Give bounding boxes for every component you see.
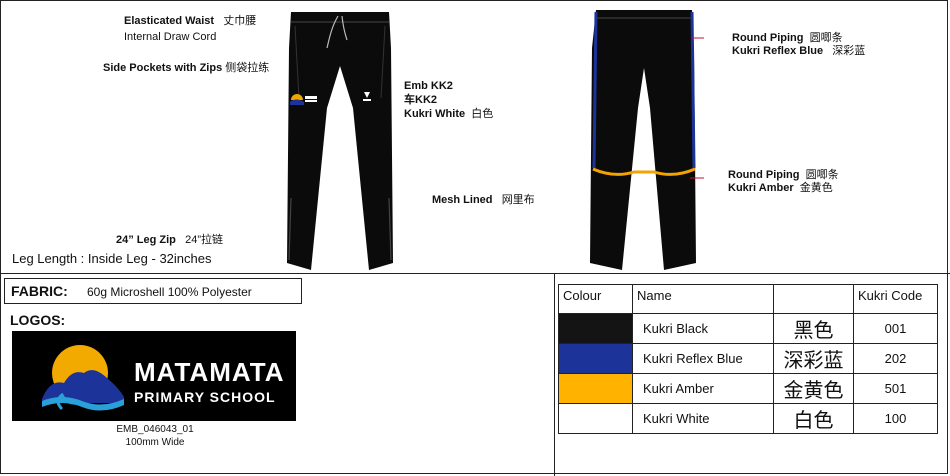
piping-blue-label-1: Round Piping 圆唧条 — [732, 32, 843, 44]
colour-name: Kukri Black — [632, 313, 774, 344]
emb-label-1: Emb KK2 — [404, 80, 453, 92]
piping-blue-left — [592, 11, 598, 169]
logo-emblem — [42, 345, 124, 411]
header-colour: Colour — [558, 284, 633, 314]
piping-amber-label-2: Kukri Amber 金黄色 — [728, 182, 833, 194]
colour-swatch — [558, 403, 633, 434]
draw-cord-label: Internal Draw Cord — [124, 31, 217, 43]
table-row: Kukri Reflex Blue 深彩蓝 202 — [558, 343, 938, 374]
colour-name-cn: 深彩蓝 — [773, 343, 854, 374]
draw-cord — [326, 15, 348, 49]
header-chinese — [773, 284, 854, 314]
colour-name: Kukri Amber — [632, 373, 774, 404]
colour-name-cn: 黑色 — [773, 313, 854, 344]
front-pants-illustration — [287, 12, 393, 270]
section-divider — [0, 273, 950, 274]
colour-code: 202 — [853, 343, 938, 374]
piping-blue-right — [690, 11, 696, 169]
piping-amber — [592, 167, 696, 176]
table-row: Kukri Amber 金黄色 501 — [558, 373, 938, 404]
colour-swatch — [558, 343, 633, 374]
logo-text-primary-school: PRIMARY SCHOOL — [134, 389, 276, 405]
logos-title: LOGOS: — [10, 312, 66, 328]
mesh-label: Mesh Lined 网里布 — [432, 194, 535, 206]
leg-zip-left — [288, 197, 292, 261]
column-divider — [554, 273, 555, 476]
pocket-zip-right — [380, 25, 386, 99]
colour-name: Kukri Reflex Blue — [632, 343, 774, 374]
emb-label-3: Kukri White 白色 — [404, 108, 494, 120]
logo-text-matamata: MATAMATA — [134, 357, 285, 387]
logo-size: 100mm Wide — [125, 437, 185, 448]
colour-table-header: Colour Name Kukri Code — [558, 284, 938, 314]
table-row: Kukri White 白色 100 — [558, 403, 938, 434]
waist-label: Elasticated Waist 丈巾腰 — [124, 15, 257, 27]
fabric-title: FABRIC: — [11, 283, 68, 299]
colour-table: Colour Name Kukri Code Kukri Black 黑色 00… — [558, 284, 938, 434]
colour-swatch — [558, 373, 633, 404]
header-name: Name — [632, 284, 774, 314]
front-logo-mark — [290, 94, 317, 105]
colour-name: Kukri White — [632, 403, 774, 434]
table-row: Kukri Black 黑色 001 — [558, 313, 938, 344]
colour-name-cn: 金黄色 — [773, 373, 854, 404]
colour-name-cn: 白色 — [773, 403, 854, 434]
emb-label-2: 车KK2 — [404, 94, 438, 106]
pocket-zip-left — [294, 25, 300, 99]
back-pants-body — [590, 10, 696, 270]
colour-swatch — [558, 313, 633, 344]
piping-blue-label-2: Kukri Reflex Blue 深彩蓝 — [732, 45, 866, 57]
front-pants-body — [287, 12, 393, 270]
back-pants-illustration — [590, 10, 704, 270]
fabric-text: 60g Microshell 100% Polyester — [87, 285, 252, 299]
logo-code: EMB_046043_01 — [116, 424, 194, 435]
colour-code: 100 — [853, 403, 938, 434]
piping-amber-label-1: Round Piping 圆唧条 — [728, 169, 839, 181]
leg-zip-right — [388, 197, 392, 261]
kukri-emblem-mark — [363, 92, 371, 101]
pockets-label: Side Pockets with Zips 侧袋拉练 — [103, 62, 270, 74]
colour-code: 501 — [853, 373, 938, 404]
logo-caption: EMB_046043_01 100mm Wide — [80, 423, 230, 449]
colour-code: 001 — [853, 313, 938, 344]
fabric-box: FABRIC: 60g Microshell 100% Polyester — [4, 278, 302, 304]
leg-length-label: Leg Length : Inside Leg - 32inches — [12, 251, 212, 266]
header-kukri-code: Kukri Code — [853, 284, 938, 314]
school-logo: MATAMATA PRIMARY SCHOOL — [12, 331, 296, 421]
leg-zip-label: 24” Leg Zip 24”拉链 — [116, 234, 223, 246]
